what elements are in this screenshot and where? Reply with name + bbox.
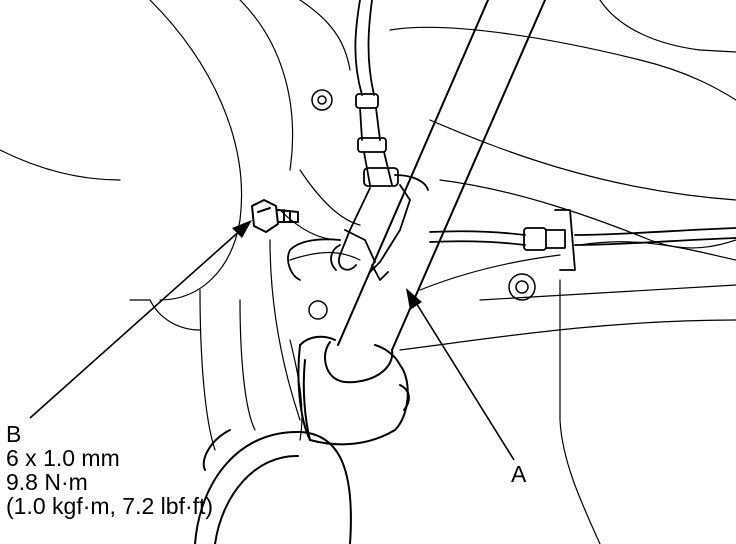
hub-ring <box>194 429 352 544</box>
bolt-heads <box>308 89 536 320</box>
callout-b-torque: 9.8 N·m <box>6 469 88 495</box>
callout-b: B 6 x 1.0 mm 9.8 N·m (1.0 kgf·m, 7.2 lbf… <box>6 422 213 518</box>
leader-line-a <box>412 297 515 461</box>
stabilizer-link-a <box>297 0 546 446</box>
callout-b-torque-alt: (1.0 kgf·m, 7.2 lbf·ft) <box>6 493 214 519</box>
arrowhead-b <box>232 220 252 238</box>
leader-lines <box>29 220 515 461</box>
callout-b-size: 6 x 1.0 mm <box>6 445 120 471</box>
callout-b-letter: B <box>6 421 22 447</box>
callout-a: A <box>511 462 526 486</box>
callout-a-letter: A <box>511 461 527 487</box>
arrowhead-a <box>406 288 422 310</box>
leader-line-b <box>29 227 244 419</box>
sensor-wire <box>287 0 736 281</box>
bolt-b <box>251 199 299 233</box>
